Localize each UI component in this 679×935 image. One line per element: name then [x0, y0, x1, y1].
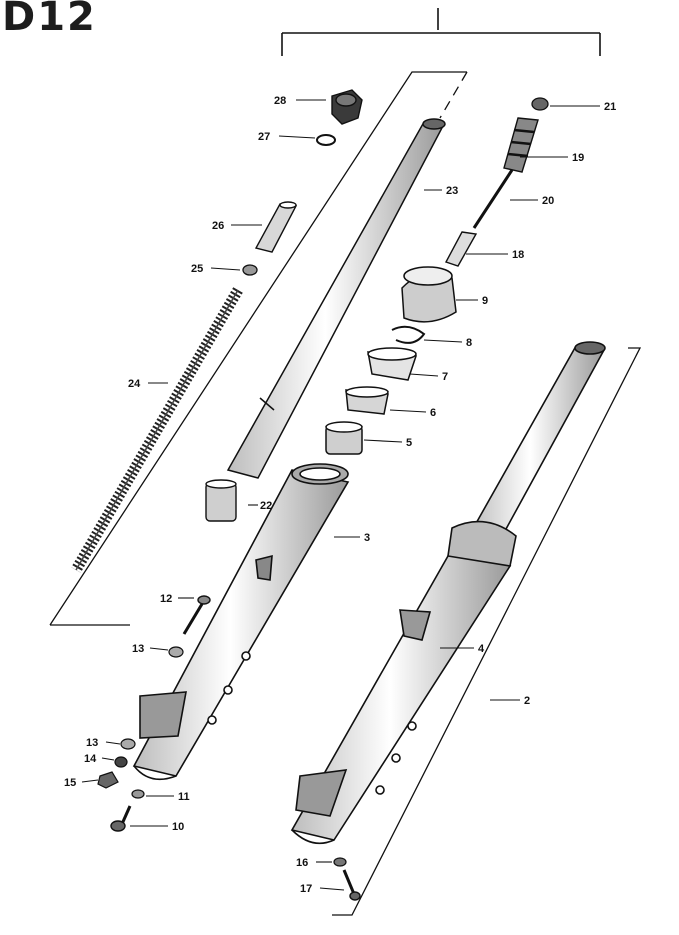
bottom-gasket	[333, 857, 347, 867]
oil-seal-retainer	[345, 386, 389, 415]
callout-27: 27	[258, 131, 270, 143]
washer-upper	[168, 646, 184, 658]
callout-25: 25	[191, 263, 203, 275]
fork-spring	[71, 287, 243, 573]
assembly-bracket	[281, 8, 601, 56]
inner-tube	[226, 118, 446, 479]
nut	[97, 771, 119, 789]
callout-17: 16	[296, 857, 308, 869]
fork-assembly	[290, 341, 606, 845]
rod-nut	[531, 97, 549, 111]
damper-rod	[444, 117, 539, 267]
spring-seat-washer	[242, 264, 258, 276]
callout-18: 18	[512, 249, 524, 261]
callout-20: 20	[542, 195, 554, 207]
diagram-code: D12	[2, 0, 97, 40]
callout-7: 7	[442, 371, 448, 383]
dust-seal	[401, 266, 457, 323]
guide-bushing	[325, 421, 363, 455]
bottom-allen-bolt	[342, 869, 361, 901]
axle-clamp-bolt	[182, 595, 211, 635]
callout-24: 24	[128, 378, 141, 390]
drain-bolt	[110, 805, 132, 832]
callout-23: 23	[446, 185, 458, 197]
callout-19: 19	[572, 152, 584, 164]
callout-15: 15	[64, 777, 76, 789]
o-ring	[316, 134, 336, 146]
callout-6: 6	[430, 407, 436, 419]
spacer	[254, 201, 298, 253]
callout-28: 28	[274, 95, 286, 107]
callout-26: 26	[212, 220, 224, 232]
callout-8: 8	[466, 337, 472, 349]
callout-13-lower: 13	[86, 737, 98, 749]
callout-2: 2	[524, 695, 530, 707]
callout-labels: 28 27 23 26 25 24 22 3 12 13 13 14 15 11…	[64, 95, 616, 895]
callout-4: 4	[478, 643, 485, 655]
callout-5: 5	[406, 437, 412, 449]
oil-seal	[367, 347, 418, 381]
callout-10: 10	[172, 821, 184, 833]
drain-gasket	[131, 789, 145, 799]
callout-9: 9	[482, 295, 488, 307]
cap-bolt	[331, 89, 363, 125]
left-outer-tube	[132, 463, 350, 781]
callout-14: 14	[84, 753, 97, 765]
callout-3: 3	[364, 532, 370, 544]
callout-16: 17	[300, 883, 312, 895]
spring-washer	[114, 756, 128, 768]
callout-22: 22	[260, 500, 272, 512]
leader-lines	[81, 99, 600, 891]
stopper-ring	[391, 325, 426, 344]
callout-11: 11	[178, 791, 190, 803]
outer-leg-frame	[332, 347, 642, 916]
washer-lower	[120, 738, 136, 750]
callout-12: 12	[160, 593, 172, 605]
inner-parts-frame	[49, 71, 468, 626]
callout-13-upper: 13	[132, 643, 144, 655]
callout-21: 21	[604, 101, 616, 113]
slide-bushing	[205, 479, 237, 522]
